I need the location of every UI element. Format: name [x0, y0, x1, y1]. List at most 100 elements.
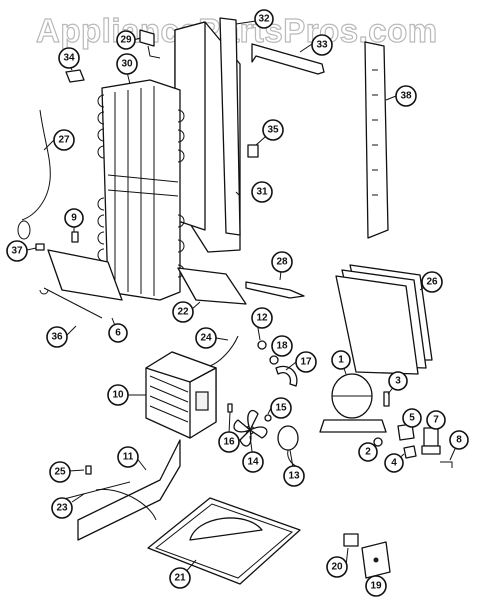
- part-15-nut: [264, 414, 272, 422]
- callout-32: 32: [254, 9, 274, 29]
- svg-text:2: 2: [365, 447, 371, 458]
- part-24-drain-tube: [209, 335, 239, 367]
- callout-18: 18: [271, 335, 293, 357]
- callout-9: 9: [64, 208, 84, 228]
- part-16-clip: [227, 403, 233, 413]
- callout-22: 22: [172, 301, 194, 323]
- svg-text:24: 24: [200, 333, 212, 344]
- callout-2: 2: [358, 442, 378, 462]
- svg-text:33: 33: [316, 40, 328, 51]
- callout-36: 36: [46, 326, 68, 348]
- svg-text:3: 3: [395, 376, 401, 387]
- part-34-terminal-block: [65, 69, 85, 83]
- svg-text:36: 36: [51, 332, 63, 343]
- callout-16: 16: [218, 431, 240, 453]
- callout-27: 27: [53, 129, 75, 151]
- callout-30: 30: [116, 53, 138, 75]
- svg-text:31: 31: [256, 187, 268, 198]
- part-17-strap: [275, 365, 298, 387]
- svg-text:17: 17: [300, 357, 312, 368]
- part-3-bolt: [383, 391, 390, 407]
- part-32-divider: [219, 17, 241, 236]
- svg-text:34: 34: [63, 53, 75, 64]
- callout-1: 1: [331, 350, 351, 370]
- svg-text:4: 4: [391, 458, 397, 469]
- svg-text:9: 9: [71, 213, 77, 224]
- callout-31: 31: [251, 181, 273, 203]
- svg-text:32: 32: [258, 14, 270, 25]
- part-18-grommet: [269, 355, 279, 365]
- callout-17: 17: [295, 351, 317, 373]
- svg-text:14: 14: [247, 457, 259, 468]
- callout-3: 3: [388, 371, 408, 391]
- callout-33: 33: [311, 34, 333, 56]
- svg-text:12: 12: [256, 313, 268, 324]
- callout-25: 25: [49, 461, 71, 483]
- svg-text:21: 21: [174, 573, 186, 584]
- part-35-clip: [247, 144, 259, 158]
- part-14-fan-blade: [233, 409, 268, 447]
- part-30-evaporator: [97, 79, 185, 301]
- callout-5: 5: [402, 408, 422, 428]
- part-20-capacitor: [343, 533, 359, 547]
- svg-text:19: 19: [370, 581, 382, 592]
- callout-26: 26: [421, 271, 443, 293]
- callout-19: 19: [365, 575, 387, 597]
- callout-23: 23: [51, 497, 73, 519]
- part-12-grommet: [257, 340, 267, 350]
- svg-text:11: 11: [123, 452, 134, 463]
- callout-6: 6: [108, 323, 128, 343]
- svg-text:26: 26: [426, 277, 438, 288]
- part-29-connector: [139, 29, 161, 59]
- svg-text:22: 22: [177, 307, 189, 318]
- callout-35: 35: [262, 119, 284, 141]
- callout-21: 21: [169, 567, 191, 589]
- part-21-drain-pan: [147, 497, 301, 585]
- svg-text:8: 8: [456, 435, 462, 446]
- svg-text:30: 30: [121, 59, 133, 70]
- callout-8: 8: [449, 430, 469, 450]
- callout-11: 11: [117, 446, 139, 468]
- svg-text:29: 29: [120, 35, 132, 46]
- part-7-overload: [421, 427, 441, 455]
- svg-text:13: 13: [288, 471, 300, 482]
- svg-text:1: 1: [338, 355, 344, 366]
- part-38-panel: [364, 41, 389, 239]
- part-23-tube: [59, 481, 131, 501]
- part-28-thermostat-probe: [245, 281, 305, 299]
- svg-text:18: 18: [276, 341, 288, 352]
- callout-29: 29: [116, 30, 136, 50]
- callout-28: 28: [271, 251, 293, 273]
- callout-38: 38: [395, 85, 417, 107]
- callout-12: 12: [251, 307, 273, 329]
- part-1-compressor: [319, 373, 387, 433]
- part-37-connector: [35, 243, 45, 251]
- svg-text:15: 15: [275, 403, 287, 414]
- svg-text:38: 38: [400, 91, 412, 102]
- callout-24: 24: [195, 327, 217, 349]
- svg-text:25: 25: [54, 467, 66, 478]
- svg-text:23: 23: [56, 503, 68, 514]
- part-27-heater-cable: [17, 109, 51, 240]
- part-26-insulation-panel: [335, 264, 433, 375]
- part-25-clip: [85, 465, 92, 475]
- part-19-bracket: [361, 541, 391, 579]
- part-8-clip: [440, 461, 453, 468]
- svg-text:5: 5: [409, 413, 415, 424]
- part-13-fan-motor: [277, 425, 301, 469]
- part-2-grommet: [373, 437, 383, 447]
- svg-text:16: 16: [223, 437, 235, 448]
- part-36-support-rod: [39, 287, 103, 319]
- callout-10: 10: [107, 384, 129, 406]
- callout-34: 34: [58, 47, 80, 69]
- callout-4: 4: [384, 453, 404, 473]
- callout-7: 7: [426, 410, 446, 430]
- part-6-drain-trough: [47, 249, 123, 301]
- part-22-drip-tray: [177, 267, 247, 305]
- callout-20: 20: [326, 556, 348, 578]
- svg-text:35: 35: [267, 125, 279, 136]
- callout-15: 15: [270, 397, 292, 419]
- callout-37: 37: [6, 240, 28, 262]
- part-4-cover: [403, 445, 417, 459]
- part-9-clip: [71, 231, 79, 243]
